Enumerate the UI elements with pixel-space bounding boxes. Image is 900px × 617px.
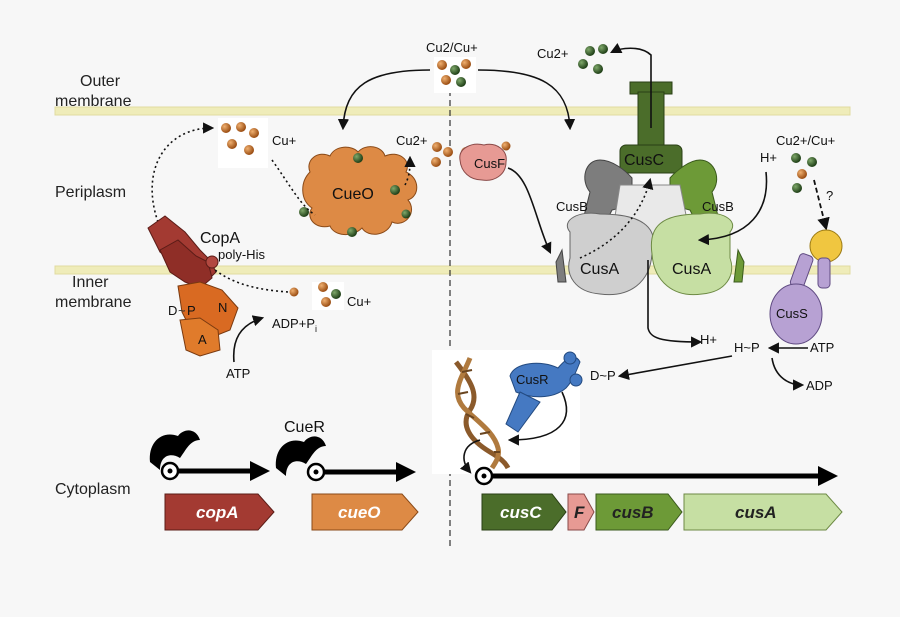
cu-ions-inner (289, 282, 341, 307)
promoter-cueo (306, 462, 326, 482)
cusb-right-label: CusB (702, 199, 734, 214)
gene-cusf (567, 493, 595, 531)
cusf-label: CusF (474, 156, 505, 171)
copa-protein (147, 215, 239, 357)
svg-text:~: ~ (178, 303, 186, 318)
inner-membrane-label-2: membrane (55, 294, 132, 311)
gene-cusa (683, 493, 843, 531)
cuss-protein (769, 229, 843, 345)
outer-membrane (54, 106, 851, 116)
dotted-arrow-cueo-out (404, 155, 416, 186)
cu2-periplasm-label: Cu2+ (396, 133, 427, 148)
gene-cusc (481, 493, 567, 531)
promoter-cus (474, 466, 494, 486)
dashed-arrow-to-cuss (813, 179, 830, 231)
arrow-h-into-cusa (697, 171, 768, 246)
dotted-arrow-cu-into-copa (214, 269, 289, 293)
copa-domain-a: A (198, 332, 207, 347)
periplasm-label: Periplasm (55, 184, 126, 201)
copa-label: CopA (200, 230, 240, 247)
arrow-cusc-export (609, 42, 652, 128)
promoter-copa (160, 461, 180, 481)
outer-membrane-label-2: membrane (55, 93, 132, 110)
arrow-cusf-to-cusa (507, 167, 552, 255)
cu-plus-left-label: Cu+ (272, 133, 296, 148)
cusc-label: CusC (624, 152, 664, 169)
cusr-protein (505, 351, 583, 433)
copa-domain-d: D (168, 303, 177, 318)
cueo-protein (299, 146, 418, 237)
cu2-cu-top-label: Cu2/Cu+ (426, 40, 478, 55)
gene-cusc-label: cusC (500, 503, 542, 522)
arrow-atp-copa (232, 315, 265, 363)
arrow-top-to-cueo (337, 69, 431, 131)
d-p-label: D~P (590, 368, 616, 383)
arrow-cusr-to-promoter (507, 391, 568, 446)
gene-copa-label: copA (196, 503, 239, 522)
cytoplasm-label: Cytoplasm (55, 481, 131, 498)
adp-cuss-label: ADP (806, 378, 833, 393)
dotted-arrow-cusa-to-cusc (579, 177, 654, 259)
inner-membrane-label-1: Inner (72, 274, 109, 291)
h-plus-lower-label: H+ (700, 332, 717, 347)
cu-ions-top-right (578, 44, 608, 74)
cuscba-complex (555, 81, 745, 296)
adp-pi-label: ADP+Pi (272, 316, 317, 334)
gene-cueo-label: cueO (338, 503, 381, 522)
outer-membrane-label-1: Outer (80, 73, 121, 90)
cusa-left-label: CusA (580, 261, 619, 278)
cu-plus-inner-label: Cu+ (347, 294, 371, 309)
arrow-top-to-cusf (477, 69, 576, 131)
question-label: ? (826, 188, 833, 203)
cu2-top-right-label: Cu2+ (537, 46, 568, 61)
gene-cusb-label: cusB (612, 503, 654, 522)
gene-cueo (311, 493, 419, 531)
cusf-protein (459, 141, 511, 181)
cusa-right-label: CusA (672, 261, 711, 278)
h-p-label: H~P (734, 340, 760, 355)
dotted-arrow-copa-to-periplasm (151, 122, 215, 223)
gene-cusf-label: F (574, 503, 585, 522)
cueo-label: CueO (332, 186, 374, 203)
cu-ions-left (221, 122, 259, 155)
copa-domain-n: N (218, 300, 227, 315)
gene-cusa-label: cusA (735, 503, 777, 522)
cu-ions-periplasm (431, 142, 471, 167)
cuer-protein-left (149, 430, 200, 470)
cu2-cu-right-label: Cu2+/Cu+ (776, 133, 835, 148)
poly-his-label: poly-His (218, 247, 265, 262)
gene-copa (164, 493, 275, 531)
atp-copa-label: ATP (226, 366, 250, 381)
cuer-protein-right (275, 436, 326, 476)
dotted-arrow-cu-into-cueo (271, 159, 316, 216)
cuer-label: CueR (284, 419, 325, 436)
cu-ions-right (791, 153, 817, 193)
atp-cuss-label: ATP (810, 340, 834, 355)
copa-domain-p: P (187, 303, 196, 318)
arrow-phospho-to-cusr (617, 355, 733, 380)
gene-cusb (595, 493, 683, 531)
inner-membrane (54, 265, 851, 275)
arrow-h-out (647, 260, 703, 348)
dna-helix (454, 357, 511, 470)
cuss-label: CusS (776, 306, 808, 321)
cusb-left-label: CusB (556, 199, 588, 214)
h-plus-cusb-label: H+ (760, 150, 777, 165)
cu-ions-top (437, 59, 471, 87)
arrow-adp-cuss (771, 357, 805, 391)
cusr-label: CusR (516, 372, 549, 387)
arrow-dna-to-promoter (459, 439, 481, 474)
